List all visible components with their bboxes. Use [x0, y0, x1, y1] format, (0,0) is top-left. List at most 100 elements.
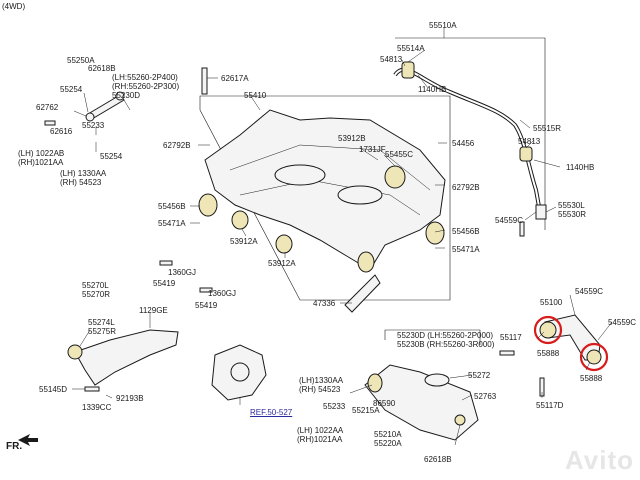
- part-1360GJ-center: 1360GJ: [208, 289, 237, 298]
- part-1140HB-left: 1140HB: [418, 85, 447, 94]
- part-53912A-left: 53912A: [230, 237, 258, 246]
- ref-link-50-527[interactable]: REF.50-527: [250, 408, 293, 417]
- stabilizer-link: [535, 204, 547, 220]
- part-55220A: 55220A: [374, 439, 402, 448]
- part-1339CC: 1339CC: [82, 403, 112, 412]
- lower-control-arm-left: [74, 329, 179, 386]
- subframe-bushing-front-left: [198, 193, 218, 217]
- part-55530L: 55530L: [558, 201, 585, 210]
- part-1330AA-bottom: (LH)1330AA: [299, 376, 344, 385]
- rear-subframe: [204, 109, 446, 271]
- skid-plate: [344, 274, 381, 313]
- highlight-circle-front: [533, 315, 563, 345]
- part-55515R: 55515R: [533, 124, 562, 133]
- lower-arm-right: [364, 364, 479, 441]
- part-55419-center: 55419: [195, 301, 218, 310]
- part-55260-lh: (LH:55260-2P400): [112, 73, 178, 82]
- stabilizer-group-box: [395, 37, 546, 230]
- part-53912A-center: 53912A: [268, 259, 296, 268]
- subframe-bushing-right: [384, 165, 406, 189]
- subframe-mount-right: [357, 251, 375, 273]
- part-62762: 62762: [36, 103, 59, 112]
- part-55272: 55272: [468, 371, 491, 380]
- part-1021AA-top: (RH)1021AA: [18, 158, 64, 167]
- part-62618B-top: 62618B: [88, 64, 116, 73]
- subframe-mount-left: [231, 210, 249, 230]
- stabilizer-bushing-left: [401, 61, 415, 79]
- part-86590: 86590: [373, 399, 396, 408]
- part-55250A: 55250A: [67, 56, 95, 65]
- subframe-group-box: [199, 95, 451, 301]
- highlight-circle-rear: [579, 342, 609, 372]
- part-62792B-left: 62792B: [163, 141, 191, 150]
- leader-lines: [72, 28, 613, 446]
- part-1022AB: (LH) 1022AB: [18, 149, 65, 158]
- part-55230D-lh: 55230D (LH:55260-2P000): [397, 331, 494, 340]
- assist-arm-bushing-front: [539, 321, 557, 339]
- part-55100: 55100: [540, 298, 563, 307]
- part-1731JF: 1731JF: [359, 145, 386, 154]
- part-55254-bottom: 55254: [100, 152, 123, 161]
- subframe-mount-center: [275, 234, 293, 254]
- part-55456B-right: 55456B: [452, 227, 480, 236]
- part-55117: 55117: [500, 333, 522, 342]
- part-55410: 55410: [244, 91, 267, 100]
- watermark: Avito: [564, 445, 634, 475]
- part-55419-left: 55419: [153, 279, 176, 288]
- coil-spring-seat: [424, 373, 450, 387]
- part-55230D-top: 55230D: [112, 91, 141, 100]
- part-62617A: 62617A: [221, 74, 249, 83]
- part-55888-front: 55888: [537, 349, 560, 358]
- part-55254-top: 55254: [60, 85, 83, 94]
- part-54523-bottom: (RH) 54523: [299, 385, 341, 394]
- part-55471A-left: 55471A: [158, 219, 186, 228]
- part-1140HB-right: 1140HB: [566, 163, 595, 172]
- assist-arm-bushing-rear: [586, 349, 602, 365]
- part-1360GJ-left: 1360GJ: [168, 268, 197, 277]
- part-54813-left: 54813: [380, 55, 403, 64]
- part-62792B-right: 62792B: [452, 183, 480, 192]
- part-55233-bottom: 55233: [323, 402, 346, 411]
- part-55117D: 55117D: [536, 401, 564, 410]
- part-1022AA: (LH) 1022AA: [297, 426, 344, 435]
- variant-label: (4WD): [2, 2, 26, 11]
- part-54559C-link: 54559C: [495, 216, 524, 225]
- front-direction-label: FR.: [6, 441, 23, 452]
- part-54523-top: (RH) 54523: [60, 178, 102, 187]
- lower-arm-bushing: [67, 344, 83, 360]
- stabilizer-bushing-right: [519, 146, 533, 162]
- part-52763: 52763: [474, 392, 497, 401]
- part-55888-rear: 55888: [580, 374, 603, 383]
- part-55514A: 55514A: [397, 44, 425, 53]
- part-55530R: 55530R: [558, 210, 587, 219]
- part-55456B-left: 55456B: [158, 202, 186, 211]
- part-55210A: 55210A: [374, 430, 402, 439]
- part-1330AA-top: (LH) 1330AA: [60, 169, 107, 178]
- part-55233-top: 55233: [82, 121, 105, 130]
- part-55510A: 55510A: [429, 21, 457, 30]
- front-direction-arrow: [18, 434, 38, 446]
- lower-arm-group-box: [384, 329, 481, 345]
- part-55270R: 55270R: [82, 290, 111, 299]
- part-55260-rh: (RH:55260-2P300): [112, 82, 180, 91]
- part-62616: 62616: [50, 127, 73, 136]
- part-1129GE: 1129GE: [139, 306, 168, 315]
- part-55215A: 55215A: [352, 406, 380, 415]
- part-54559C-top: 54559C: [575, 287, 604, 296]
- part-55274L: 55274L: [88, 318, 115, 327]
- part-1021AA-bottom: (RH)1021AA: [297, 435, 343, 444]
- part-53912B: 53912B: [338, 134, 366, 143]
- part-92193B: 92193B: [116, 394, 144, 403]
- part-54559C-right: 54559C: [608, 318, 637, 327]
- part-62618B-bottom: 62618B: [424, 455, 452, 464]
- part-47336: 47336: [313, 299, 336, 308]
- subframe-bushing-rear-right: [425, 221, 445, 245]
- part-55230B-rh: 55230B (RH:55260-3R000): [397, 340, 495, 349]
- part-55455C: 55455C: [385, 150, 414, 159]
- part-55275R: 55275R: [88, 327, 117, 336]
- part-55471A-right: 55471A: [452, 245, 480, 254]
- part-54813-right: 54813: [518, 137, 541, 146]
- part-54456: 54456: [452, 139, 475, 148]
